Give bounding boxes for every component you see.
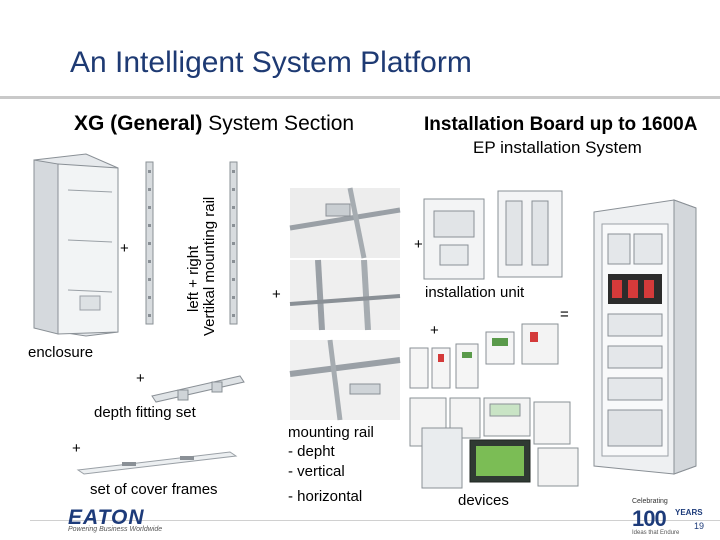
devices-label: devices xyxy=(458,492,509,509)
plus-sign-6: + xyxy=(430,322,439,339)
mounting-rail-item-horizontal: - horizontal xyxy=(288,488,363,505)
celebrating-100-logo: 100 xyxy=(632,506,667,531)
celebrating-tagline: Ideas that Endure xyxy=(632,530,680,536)
mounting-rail-title: mounting rail xyxy=(288,424,374,441)
installation-unit-label: installation unit xyxy=(425,284,525,301)
mounting-rail-item-vertical: - vertical xyxy=(288,463,345,480)
depth-fitting-set-image xyxy=(151,375,245,403)
rail-label-line1: left + right xyxy=(185,245,202,312)
mounting-rail-image-top xyxy=(289,187,401,259)
cover-frames-label: set of cover frames xyxy=(90,481,218,498)
plus-sign-3: + xyxy=(72,440,81,457)
rail-label-line2: Vertikal mounting rail xyxy=(201,196,218,336)
installation-unit-image xyxy=(423,190,563,280)
celebrating-text: Celebrating xyxy=(632,498,668,505)
plus-sign-4: + xyxy=(272,286,281,303)
enclosure-label: enclosure xyxy=(28,344,94,361)
equals-sign: = xyxy=(560,306,569,323)
page-number: 19 xyxy=(694,521,705,531)
mounting-rail-image-bottom xyxy=(289,339,401,421)
plus-sign-1: + xyxy=(120,240,129,257)
plus-sign-2: + xyxy=(136,370,145,387)
left-section-title: XG (General) System Section xyxy=(74,112,354,136)
slide-title: An Intelligent System Platform xyxy=(70,46,472,79)
footer-divider xyxy=(30,520,720,521)
depth-fitting-set-label: depth fitting set xyxy=(94,404,196,421)
mounting-rail-item-depth: - depht xyxy=(288,443,335,460)
eaton-tagline: Powering Business Worldwide xyxy=(68,526,163,533)
right-section-title: Installation Board up to 1600A xyxy=(424,114,698,135)
title-divider xyxy=(0,96,720,99)
celebrating-years-text: YEARS xyxy=(675,508,703,517)
devices-image xyxy=(409,323,579,489)
left-section-title-bold: XG (General) xyxy=(74,112,203,135)
eaton-logo: EATON xyxy=(68,506,145,529)
mounting-rail-image-middle xyxy=(289,259,401,331)
enclosure-image xyxy=(33,153,119,337)
installation-board-image xyxy=(593,199,697,475)
vertical-rails-image xyxy=(145,161,238,325)
right-section-subtitle: EP installation System xyxy=(473,138,642,157)
plus-sign-5: + xyxy=(414,236,423,253)
left-section-title-rest: System Section xyxy=(202,112,355,135)
cover-frames-image xyxy=(76,451,238,475)
